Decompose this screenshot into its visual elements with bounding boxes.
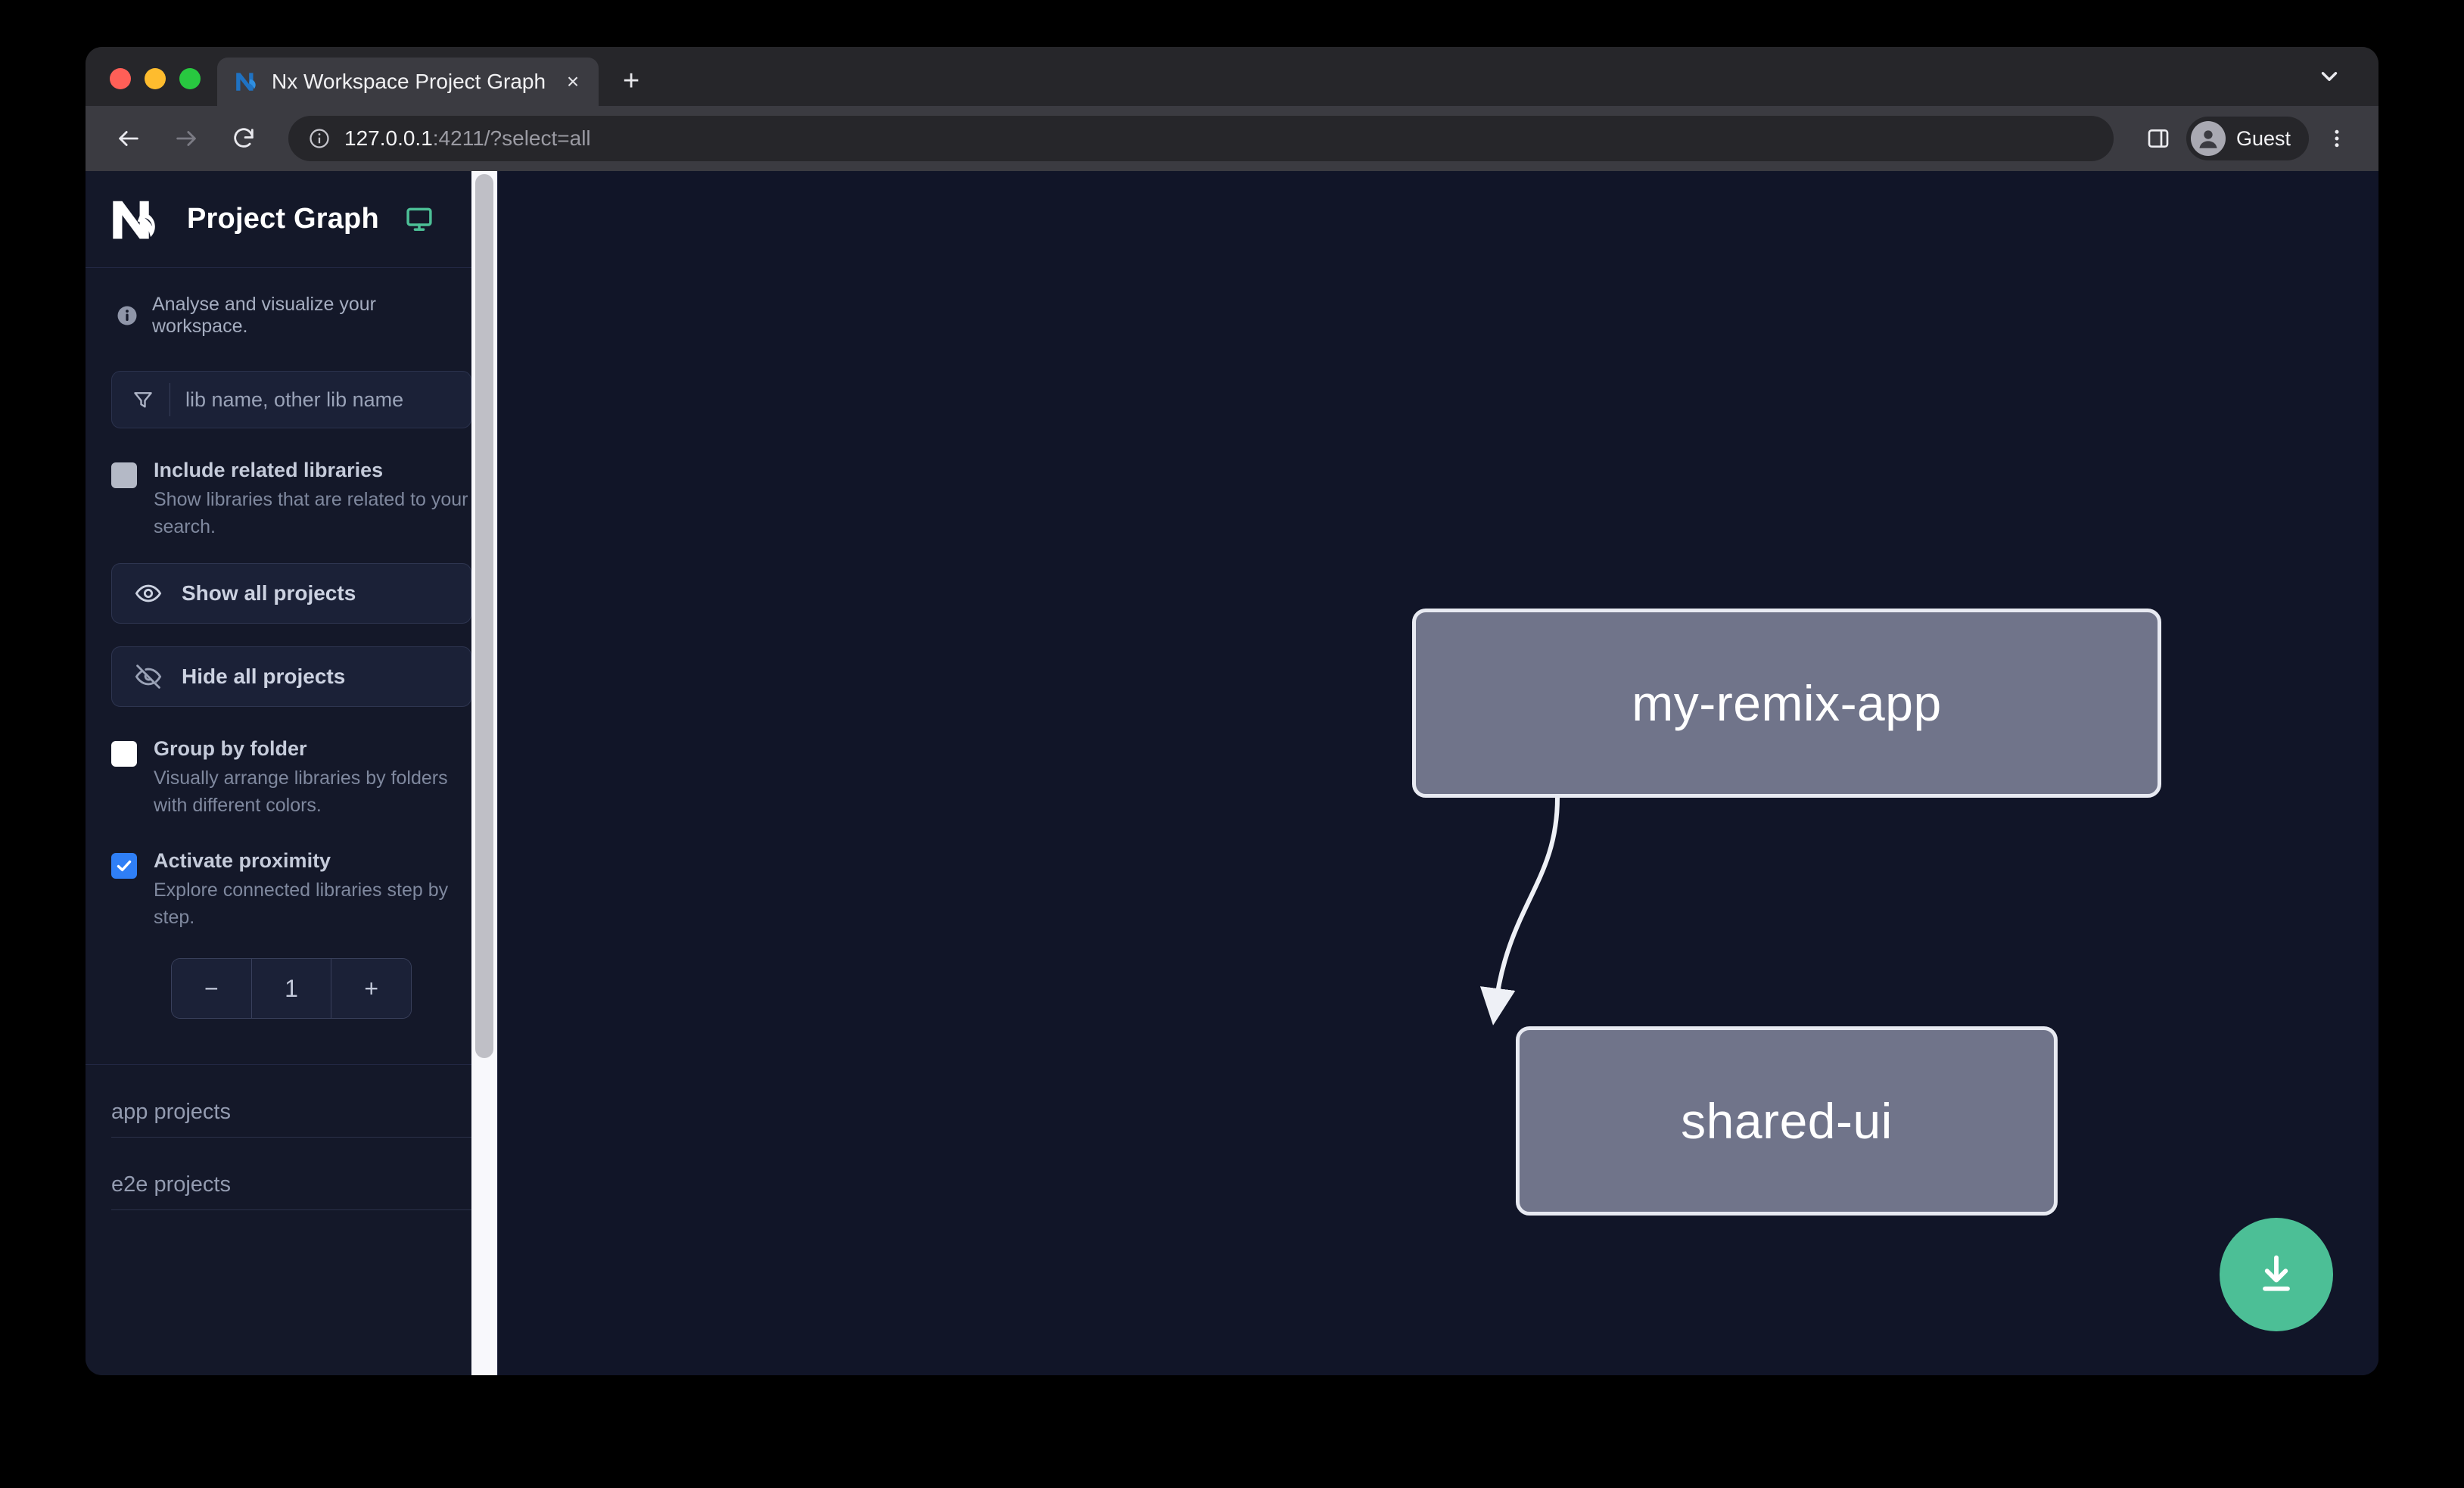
sidebar-scrollbar[interactable]	[471, 171, 497, 1375]
sidebar-scrollbar-thumb[interactable]	[475, 174, 493, 1058]
graph-node-my-remix-app[interactable]: my-remix-app	[1412, 609, 2161, 798]
edge-my-remix-app-to-shared-ui	[1479, 797, 1560, 1026]
proximity-decrement-button[interactable]: −	[172, 959, 251, 1018]
tab-title: Nx Workspace Project Graph	[272, 70, 546, 93]
chevron-down-icon[interactable]	[2303, 50, 2356, 103]
url-path: :4211/?select=all	[432, 126, 591, 150]
tab-strip: Nx Workspace Project Graph × +	[86, 47, 2378, 106]
close-tab-button[interactable]: ×	[566, 70, 580, 93]
option-include-related-libraries[interactable]: Include related libraries Show libraries…	[111, 459, 471, 540]
option-text: Include related libraries Show libraries…	[154, 459, 471, 540]
sidebar-body: lib name, other lib name Include related…	[86, 338, 497, 1019]
hide-all-projects-label: Hide all projects	[182, 665, 346, 688]
search-input[interactable]: lib name, other lib name	[111, 371, 471, 428]
checkbox-include-related-libraries[interactable]	[111, 462, 137, 488]
option-title: Group by folder	[154, 737, 307, 760]
graph-node-shared-ui[interactable]: shared-ui	[1516, 1026, 2058, 1216]
proximity-stepper: − 1 +	[171, 958, 412, 1019]
search-input-placeholder: lib name, other lib name	[185, 388, 404, 411]
proximity-increment-button[interactable]: +	[331, 959, 411, 1018]
profile-name: Guest	[2235, 126, 2291, 150]
check-icon	[117, 860, 132, 872]
forward-button[interactable]	[164, 117, 208, 160]
graph-edges	[1479, 797, 1560, 1026]
proximity-value: 1	[250, 959, 331, 1018]
page-title: Project Graph	[187, 203, 379, 235]
option-description: Explore connected libraries step by step…	[154, 879, 449, 928]
graph-node-label: my-remix-app	[1632, 675, 1942, 731]
toolbar-right-actions: Guest	[2136, 117, 2359, 160]
option-activate-proximity[interactable]: Activate proximity Explore connected lib…	[111, 849, 471, 931]
browser-toolbar: 127.0.0.1:4211/?select=all Guest	[86, 106, 2378, 171]
option-text: Group by folder Visually arrange librari…	[154, 737, 471, 819]
graph-node-label: shared-ui	[1681, 1093, 1893, 1149]
show-all-projects-label: Show all projects	[182, 581, 356, 605]
sidebar: Project Graph Analyse and visualize your…	[86, 171, 498, 1375]
group-app-projects-label: app projects	[111, 1100, 231, 1124]
show-all-projects-button[interactable]: Show all projects	[111, 563, 471, 624]
group-app-projects[interactable]: app projects	[111, 1065, 471, 1138]
eye-slash-icon	[135, 665, 162, 689]
sidebar-tagline-text: Analyse and visualize your workspace.	[152, 294, 376, 337]
option-title: Include related libraries	[154, 459, 384, 481]
option-text: Activate proximity Explore connected lib…	[154, 849, 471, 931]
nx-logo-icon	[113, 201, 155, 238]
option-description: Show libraries that are related to your …	[154, 489, 468, 537]
group-e2e-projects-label: e2e projects	[111, 1172, 231, 1197]
sidebar-divider	[86, 1064, 497, 1065]
option-title: Activate proximity	[154, 849, 331, 872]
info-icon	[117, 306, 137, 325]
close-window-button[interactable]	[110, 68, 131, 89]
project-graph-canvas[interactable]: my-remix-app shared-ui	[498, 171, 2378, 1375]
monitor-icon[interactable]	[405, 205, 434, 234]
side-panel-icon[interactable]	[2136, 117, 2180, 160]
browser-tab[interactable]: Nx Workspace Project Graph ×	[217, 58, 599, 106]
page-content: Project Graph Analyse and visualize your…	[86, 171, 2378, 1375]
sidebar-header: Project Graph	[86, 171, 497, 268]
site-info-icon[interactable]	[308, 127, 331, 150]
download-icon	[2263, 1255, 2290, 1291]
funnel-icon	[134, 392, 152, 408]
profile-chip[interactable]: Guest	[2186, 117, 2309, 160]
option-group-by-folder[interactable]: Group by folder Visually arrange librari…	[111, 737, 471, 819]
three-dot-menu-icon[interactable]	[2315, 117, 2359, 160]
checkbox-group-by-folder[interactable]	[111, 741, 137, 767]
eye-icon	[135, 584, 162, 602]
checkbox-activate-proximity[interactable]	[111, 853, 137, 879]
window-controls	[86, 68, 217, 106]
maximize-window-button[interactable]	[179, 68, 201, 89]
new-tab-button[interactable]: +	[622, 64, 640, 97]
option-description: Visually arrange libraries by folders wi…	[154, 767, 448, 816]
address-bar[interactable]: 127.0.0.1:4211/?select=all	[288, 116, 2114, 161]
browser-window: Nx Workspace Project Graph × +	[86, 47, 2378, 1375]
url-text: 127.0.0.1:4211/?select=all	[344, 126, 591, 151]
hide-all-projects-button[interactable]: Hide all projects	[111, 646, 471, 707]
download-graph-button[interactable]	[2220, 1218, 2333, 1331]
reload-button[interactable]	[222, 117, 266, 160]
avatar	[2190, 121, 2226, 156]
group-e2e-projects[interactable]: e2e projects	[111, 1138, 471, 1210]
url-host: 127.0.0.1	[344, 126, 433, 150]
nx-favicon-icon	[236, 73, 256, 91]
minimize-window-button[interactable]	[145, 68, 166, 89]
sidebar-tagline: Analyse and visualize your workspace.	[86, 268, 497, 338]
back-button[interactable]	[107, 117, 151, 160]
